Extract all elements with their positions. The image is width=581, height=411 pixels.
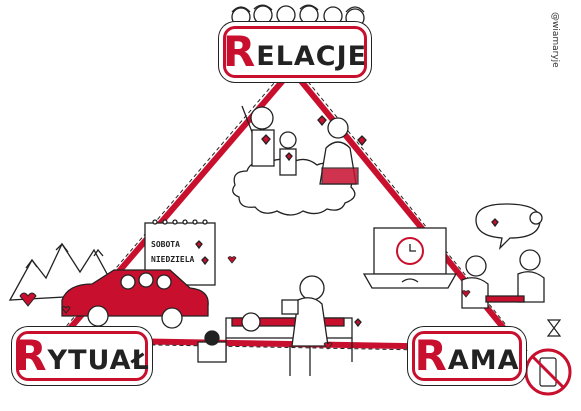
node-rama-rest: AMA: [447, 344, 520, 376]
author-handle: @wiamaryje: [550, 12, 560, 68]
node-relacje-initial: R: [222, 27, 257, 76]
calendar-line-2: NIEDZIELA: [151, 255, 195, 264]
laptop-clock-icon: [362, 227, 458, 289]
no-phone-icon: [524, 348, 572, 396]
calendar-line-1: SOBOTA: [151, 240, 180, 249]
node-rytual-rest: YTUAŁ: [47, 344, 150, 376]
crowd-faces-icon: [231, 4, 365, 28]
bedtime-reading-icon: [197, 275, 362, 376]
heart-icon: [19, 292, 71, 314]
heart-icon: [227, 256, 471, 350]
hourglass-icon: [546, 319, 562, 337]
triangle-frame: [50, 61, 530, 353]
node-relacje-rest: ELACJE: [256, 40, 368, 72]
node-rama-initial: R: [414, 331, 448, 380]
conversation-icon: [461, 203, 545, 309]
triangle-outer: [57, 67, 523, 351]
node-rytual-initial: R: [14, 331, 48, 380]
triangle-outline: [50, 61, 530, 353]
car-icon: [61, 269, 209, 329]
family-on-cloud-icon: [232, 105, 367, 216]
